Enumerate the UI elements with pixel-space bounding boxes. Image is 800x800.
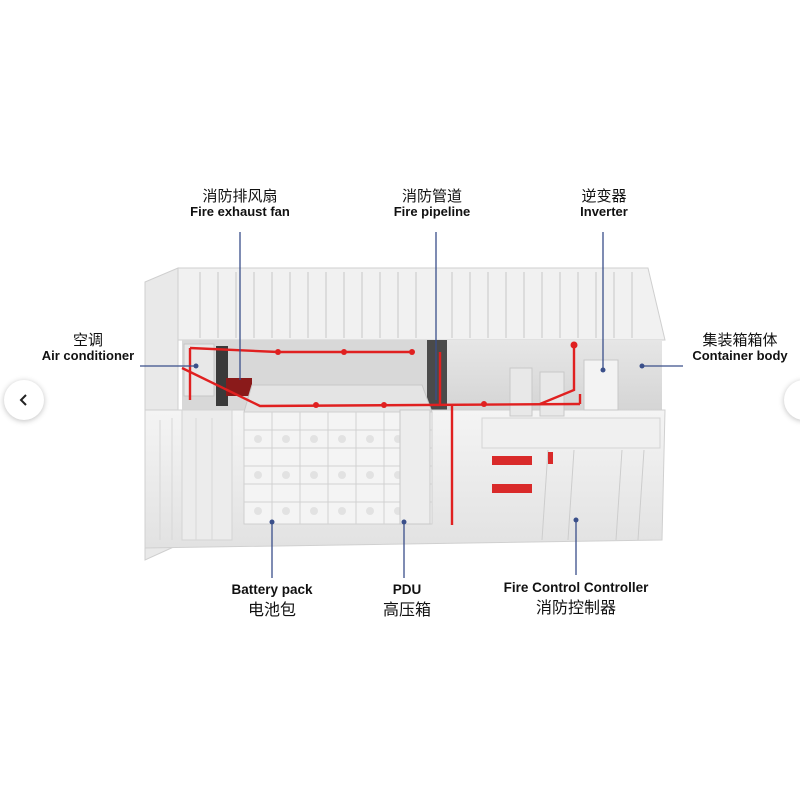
label-inverter: 逆变器 Inverter	[544, 188, 664, 220]
label-battery-pack: Battery pack 电池包	[212, 582, 332, 620]
label-en: Air conditioner	[41, 348, 135, 364]
label-en: Container body	[692, 348, 788, 364]
label-container-body: 集装箱箱体 Container body	[682, 332, 798, 364]
label-air-conditioner: 空调 Air conditioner	[28, 332, 148, 364]
chevron-right-icon	[796, 392, 800, 408]
label-fire-exhaust-fan: 消防排风扇 Fire exhaust fan	[160, 188, 320, 220]
leader-lines	[140, 232, 683, 578]
inverter-unit	[509, 359, 619, 417]
label-zh: 逆变器	[581, 188, 627, 205]
label-en: Fire pipeline	[393, 204, 471, 220]
label-en: Inverter	[580, 204, 628, 220]
chevron-left-icon	[19, 394, 27, 406]
next-button[interactable]	[784, 380, 800, 420]
label-zh: 电池包	[247, 601, 296, 619]
fire-exhaust-fan-unit	[226, 378, 252, 396]
label-fire-pipeline: 消防管道 Fire pipeline	[357, 188, 507, 220]
label-en: Fire exhaust fan	[190, 204, 290, 220]
label-zh: 高压箱	[382, 601, 431, 619]
right-door-panel	[481, 417, 661, 541]
label-en: Fire Control Controller	[503, 580, 649, 595]
prev-button[interactable]	[4, 380, 44, 420]
label-zh: 空调	[72, 332, 103, 349]
label-zh: 消防管道	[401, 188, 462, 205]
pdu-cabinet	[399, 409, 431, 525]
label-en: Battery pack	[231, 582, 313, 597]
label-pdu: PDU 高压箱	[362, 582, 452, 620]
back-wall-ribs	[199, 272, 633, 338]
label-zh: 消防排风扇	[202, 188, 278, 205]
label-zh: 消防控制器	[535, 599, 616, 617]
fire-control-controller-unit	[492, 484, 532, 493]
fire-control-panel-upper	[492, 456, 532, 465]
label-fire-control-controller: Fire Control Controller 消防控制器	[486, 580, 666, 618]
label-en: PDU	[392, 582, 422, 597]
label-zh: 集装箱箱体	[702, 332, 778, 349]
